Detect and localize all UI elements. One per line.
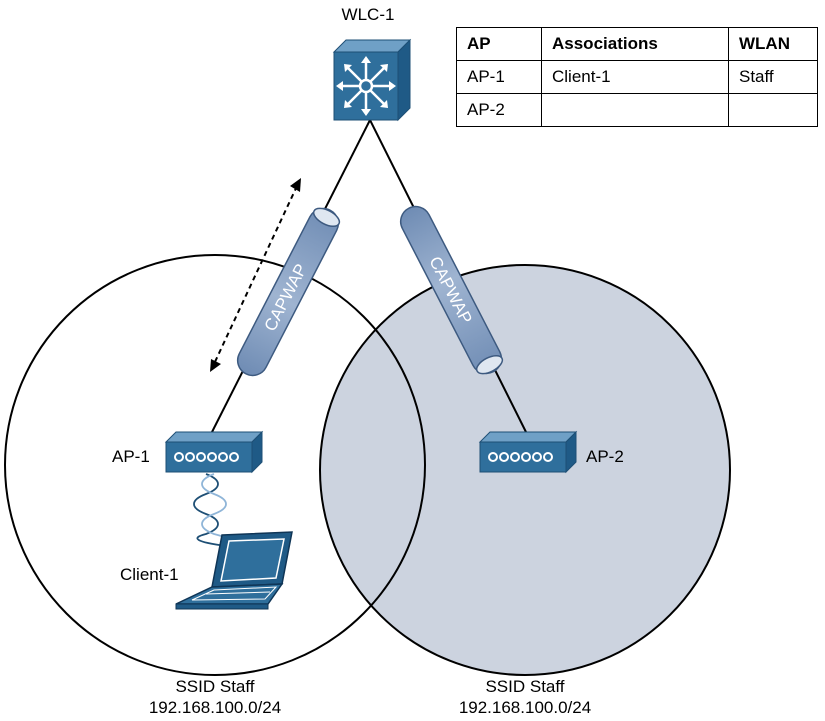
table-cell: Client-1 <box>541 60 729 94</box>
coverage-cell-ap1 <box>4 254 426 676</box>
cell1-ssid: SSID Staff <box>175 677 255 696</box>
cell1-subnet: 192.168.100.0/24 <box>148 698 282 717</box>
table-row: AP-1 Client-1 Staff <box>456 60 818 94</box>
cell2-ssid: SSID Staff <box>485 677 565 696</box>
ap1-label: AP-1 <box>112 447 150 466</box>
ap2-label: AP-2 <box>586 447 624 466</box>
table-header-ap: AP <box>456 27 542 61</box>
wlc-switch-icon <box>332 38 412 122</box>
dashed-double-arrow <box>210 178 301 372</box>
table-cell: AP-2 <box>456 93 542 127</box>
capwap-tunnel-2: CAPWAP <box>399 205 504 375</box>
access-point-icon-ap1 <box>164 430 264 474</box>
association-table: AP Associations WLAN AP-1 Client-1 Staff… <box>456 27 818 127</box>
capwap-tunnel-1: CAPWAP <box>236 207 341 377</box>
table-cell: Staff <box>728 60 818 94</box>
table-header-wlan: WLAN <box>728 27 818 61</box>
table-header-associations: Associations <box>541 27 729 61</box>
table-cell <box>728 93 818 127</box>
cell2-subnet: 192.168.100.0/24 <box>458 698 592 717</box>
table-cell: AP-1 <box>456 60 542 94</box>
table-cell <box>541 93 729 127</box>
table-header-row: AP Associations WLAN <box>456 27 818 61</box>
wlc-label: WLC-1 <box>341 5 395 24</box>
access-point-icon-ap2 <box>478 430 578 474</box>
table-row: AP-2 <box>456 93 818 127</box>
client-label: Client-1 <box>120 565 179 584</box>
laptop-client-icon <box>175 531 293 610</box>
